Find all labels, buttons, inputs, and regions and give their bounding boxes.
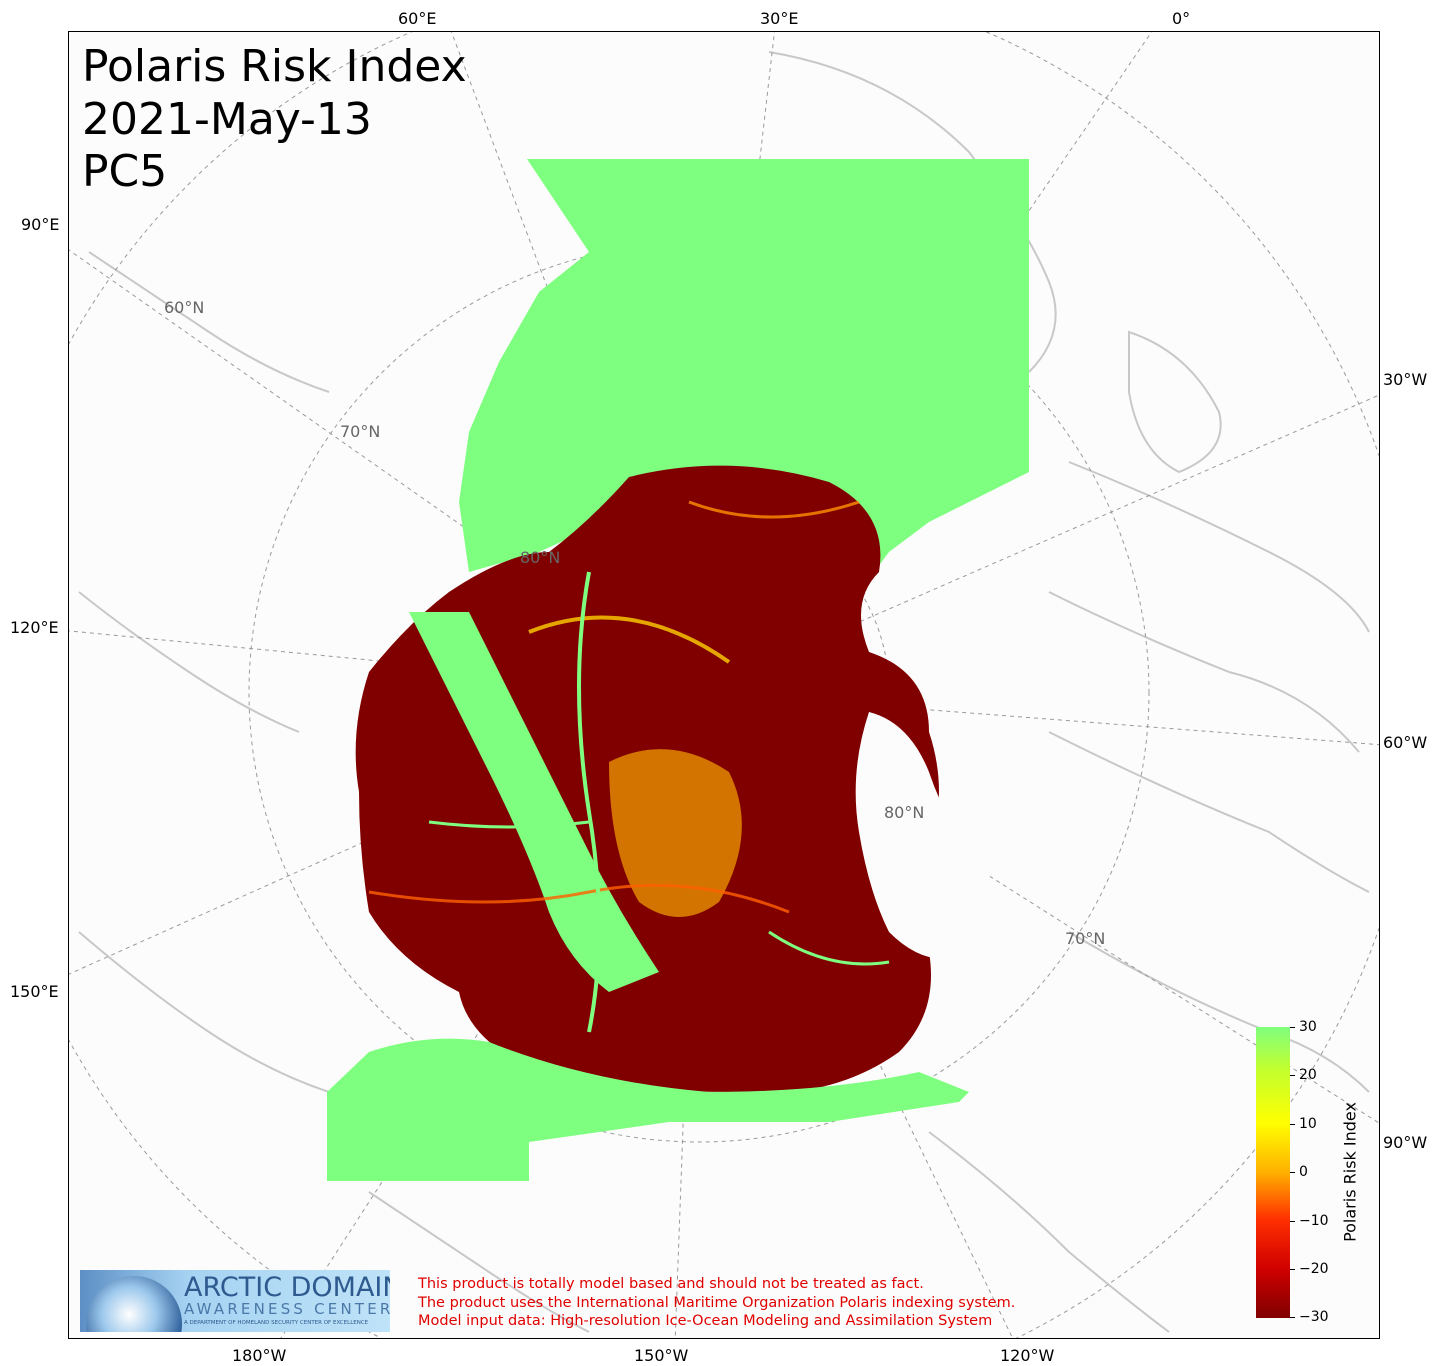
map-title-line-2: 2021-May-13	[82, 94, 372, 145]
colorbar-tick-label: 10	[1299, 1116, 1317, 1132]
longitude-label-right-90w: 90°W	[1383, 1133, 1428, 1152]
mid-risk-fracture-1	[528, 615, 731, 664]
mid-risk-fracture-2	[368, 883, 790, 914]
longitude-label-bottom-180w: 180°W	[232, 1346, 287, 1365]
map-canvas	[69, 32, 1379, 1338]
colorbar-tick-label: −10	[1299, 1213, 1329, 1229]
colorbar-tick-label: 30	[1299, 1019, 1317, 1035]
longitude-label-right-60w: 60°W	[1383, 733, 1428, 752]
colorbar-tick	[1290, 1317, 1295, 1318]
map-title-line-3: PC5	[82, 146, 168, 197]
colorbar-tick	[1290, 1075, 1295, 1076]
low-risk-lead-3	[428, 820, 590, 829]
coastlines	[78, 51, 1370, 1333]
land-archipelago	[855, 712, 992, 959]
colorbar-tick	[1290, 1269, 1295, 1270]
longitude-label-left-150e: 150°E	[10, 982, 59, 1001]
disclaimer-line-1: This product is totally model based and …	[418, 1276, 924, 1292]
logo-text-line-2: AWARENESS CENTER	[184, 1300, 390, 1318]
longitude-label-bottom-120w: 120°W	[1000, 1346, 1055, 1365]
low-risk-coastal-strip	[327, 1038, 969, 1181]
latitude-label-60n: 60°N	[164, 298, 205, 317]
colorbar-tick-label: −30	[1299, 1309, 1329, 1325]
colorbar-tick	[1290, 1221, 1295, 1222]
colorbar	[1256, 1027, 1290, 1318]
logo-text-line-3: A DEPARTMENT OF HOMELAND SECURITY CENTER…	[184, 1320, 369, 1326]
longitude-label-bottom-150w: 150°W	[634, 1346, 689, 1365]
disclaimer-line-2: The product uses the International Marit…	[418, 1295, 1016, 1311]
mid-risk-fracture-3	[688, 500, 860, 519]
globe-icon	[86, 1276, 182, 1332]
colorbar-title: Polaris Risk Index	[1340, 1102, 1360, 1242]
risk-field	[327, 159, 1029, 1181]
longitude-label-top-0: 0°	[1172, 9, 1191, 28]
colorbar-tick	[1290, 1027, 1295, 1028]
longitude-label-right-30w: 30°W	[1383, 370, 1428, 389]
low-risk-lead-1	[577, 571, 601, 1033]
low-risk-water-region	[459, 159, 1029, 592]
map-frame	[68, 31, 1380, 1339]
longitude-label-top-30e: 30°E	[760, 9, 799, 28]
longitude-label-left-120e: 120°E	[10, 618, 59, 637]
colorbar-tick-label: 0	[1299, 1164, 1308, 1180]
arctic-domain-logo: ARCTIC DOMAIN AWARENESS CENTER A DEPARTM…	[80, 1270, 390, 1332]
latitude-label-80n-lower: 80°N	[884, 803, 925, 822]
map-title-line-1: Polaris Risk Index	[82, 41, 467, 92]
longitude-label-top-60e: 60°E	[398, 9, 437, 28]
latitude-label-70n: 70°N	[340, 422, 381, 441]
colorbar-tick-label: −20	[1299, 1261, 1329, 1277]
disclaimer-line-3: Model input data: High-resolution Ice-Oc…	[418, 1313, 993, 1329]
logo-text-line-1: ARCTIC DOMAIN	[184, 1272, 390, 1303]
low-risk-lead-2	[768, 930, 890, 966]
mid-risk-swirl	[609, 749, 742, 917]
colorbar-tick	[1290, 1124, 1295, 1125]
colorbar-tick	[1290, 1172, 1295, 1173]
longitude-label-left-90e: 90°E	[21, 215, 60, 234]
latitude-label-80n-upper: 80°N	[520, 548, 561, 567]
latitude-label-70n-lower: 70°N	[1065, 929, 1106, 948]
colorbar-tick-label: 20	[1299, 1067, 1317, 1083]
